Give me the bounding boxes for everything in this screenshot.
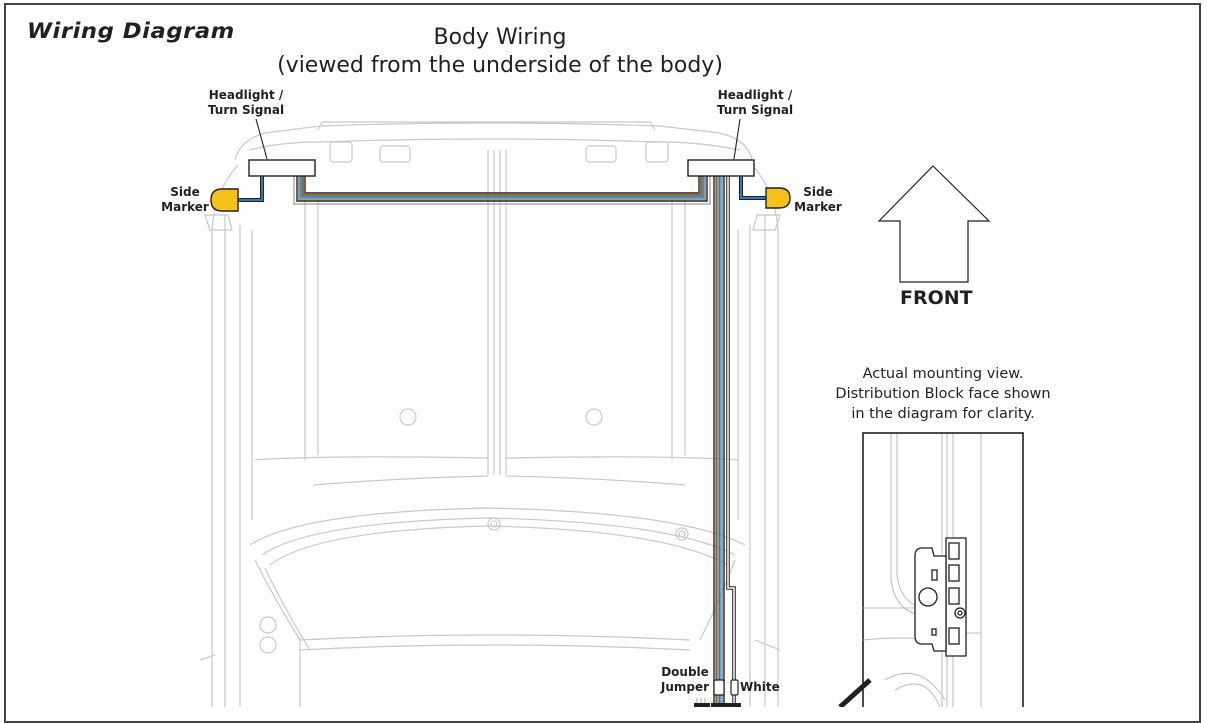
left-headlight-turn-signal (248, 159, 316, 177)
wiring-diagram (199, 118, 1024, 707)
front-label: FRONT (900, 287, 973, 309)
callout-leaders (255, 118, 741, 160)
distribution-block (914, 537, 967, 657)
right-headlight-turn-signal (687, 159, 755, 177)
lamps (210, 159, 791, 212)
double-jumper-connector (713, 679, 725, 696)
diagram-title: Body Wiring (433, 25, 567, 50)
callout-white: White (740, 680, 780, 694)
diagram-subtitle: (viewed from the underside of the body) (277, 53, 723, 78)
connectors (694, 679, 741, 707)
left-side-marker (210, 188, 239, 212)
callout-side-marker-right: Side Marker (794, 185, 842, 214)
callout-side-marker-left: Side Marker (161, 185, 209, 214)
right-side-marker (765, 187, 791, 209)
up-arrow-icon (877, 165, 991, 283)
inset-mounting-view (838, 432, 1024, 707)
callout-double-jumper: Double Jumper (660, 665, 710, 694)
white-connector (730, 679, 739, 696)
callout-headlight-left: Headlight / Turn Signal (207, 88, 285, 117)
vehicle-body-outline (199, 121, 781, 707)
inset-note: Actual mounting view. Distribution Block… (835, 366, 1051, 422)
wire-harness (238, 176, 766, 707)
section-title: Wiring Diagram (27, 19, 235, 43)
callout-headlight-right: Headlight / Turn Signal (716, 88, 794, 117)
